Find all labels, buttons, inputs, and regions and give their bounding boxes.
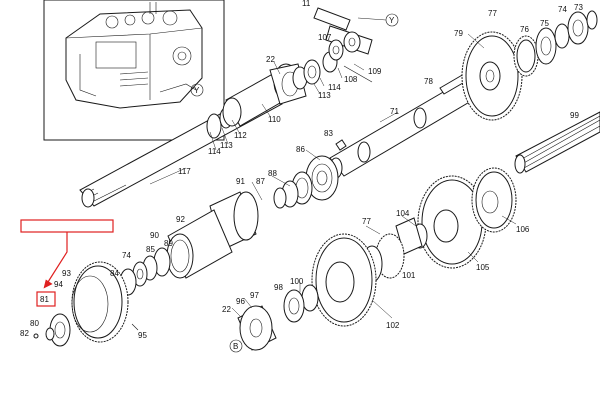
part-label-l114a: 114 bbox=[208, 147, 221, 156]
part-label-l76: 76 bbox=[520, 25, 529, 34]
gear-79 bbox=[461, 31, 523, 121]
part-label-l100: 100 bbox=[290, 277, 304, 286]
view-marker-b: B bbox=[233, 342, 238, 351]
inset-callout-y: Y bbox=[194, 86, 200, 95]
part-label-l108: 108 bbox=[344, 75, 358, 84]
part-label-l22a: 22 bbox=[266, 55, 275, 64]
part-label-l74b: 74 bbox=[122, 251, 131, 260]
part-number-labels: 1171141131121102211311410810910711837179… bbox=[20, 0, 583, 340]
part-label-l80: 80 bbox=[30, 319, 39, 328]
part-label-l73: 73 bbox=[574, 3, 583, 12]
part-label-l110: 110 bbox=[268, 115, 281, 124]
part-label-l117: 117 bbox=[178, 167, 191, 176]
part-label-l87: 87 bbox=[256, 177, 265, 186]
part-label-l88: 88 bbox=[268, 169, 277, 178]
part-label-l112: 112 bbox=[234, 131, 247, 140]
part-label-l75: 75 bbox=[540, 19, 549, 28]
red-highlight-callout bbox=[20, 219, 114, 307]
part-label-l11: 11 bbox=[302, 0, 311, 8]
part-label-l113a: 113 bbox=[220, 141, 233, 150]
splined-shaft-99 bbox=[514, 111, 600, 174]
part-label-l97: 97 bbox=[250, 291, 259, 300]
part-label-l71: 71 bbox=[390, 107, 399, 116]
part-label-l77a: 77 bbox=[488, 9, 497, 18]
part-label-l106: 106 bbox=[516, 225, 530, 234]
drum-gear-93 bbox=[33, 261, 139, 347]
gear-stack-77-73 bbox=[513, 10, 598, 77]
part-label-l107: 107 bbox=[318, 33, 332, 42]
part-label-l84: 84 bbox=[110, 269, 119, 278]
callout-y-marker: Y bbox=[389, 16, 395, 25]
part-label-l81: 81 bbox=[40, 295, 49, 304]
part-label-l83: 83 bbox=[324, 129, 333, 138]
gear-105-106 bbox=[395, 167, 517, 269]
part-label-l109: 109 bbox=[368, 67, 382, 76]
part-label-l89: 89 bbox=[164, 239, 173, 248]
part-label-l74a: 74 bbox=[558, 5, 567, 14]
part-label-l86: 86 bbox=[296, 145, 305, 154]
bearing-100-98: B bbox=[229, 284, 319, 353]
part-label-l85: 85 bbox=[146, 245, 155, 254]
part-label-l101: 101 bbox=[402, 271, 416, 280]
part-label-l104: 104 bbox=[396, 209, 410, 218]
bearing-housing-110 bbox=[222, 51, 373, 127]
part-label-l22b: 22 bbox=[222, 305, 231, 314]
part-label-l78: 78 bbox=[424, 77, 433, 86]
part-label-l94: 94 bbox=[54, 280, 63, 289]
part-label-l92: 92 bbox=[176, 215, 185, 224]
leader-lines bbox=[149, 33, 517, 319]
part-label-l105: 105 bbox=[476, 263, 490, 272]
part-label-l95: 95 bbox=[138, 331, 147, 340]
part-label-l102: 102 bbox=[386, 321, 400, 330]
part-label-l82: 82 bbox=[20, 329, 29, 338]
bearing-107 bbox=[328, 39, 344, 61]
part-label-l91: 91 bbox=[236, 177, 245, 186]
part-label-l98: 98 bbox=[274, 283, 283, 292]
bearing-group-86 bbox=[273, 155, 339, 209]
part-label-l79: 79 bbox=[454, 29, 463, 38]
part-label-l99: 99 bbox=[570, 111, 579, 120]
part-label-l93: 93 bbox=[62, 269, 71, 278]
part-label-l77b: 77 bbox=[362, 217, 371, 226]
housing-92 bbox=[119, 191, 259, 296]
lever-assembly: Y bbox=[313, 7, 399, 55]
part-label-l113b: 113 bbox=[318, 91, 331, 100]
gear-101-102 bbox=[311, 233, 405, 327]
part-label-l96: 96 bbox=[236, 297, 245, 306]
part-label-l114b: 114 bbox=[328, 83, 341, 92]
part-label-l90: 90 bbox=[150, 231, 159, 240]
inset-housing-view: Y bbox=[43, 0, 225, 141]
